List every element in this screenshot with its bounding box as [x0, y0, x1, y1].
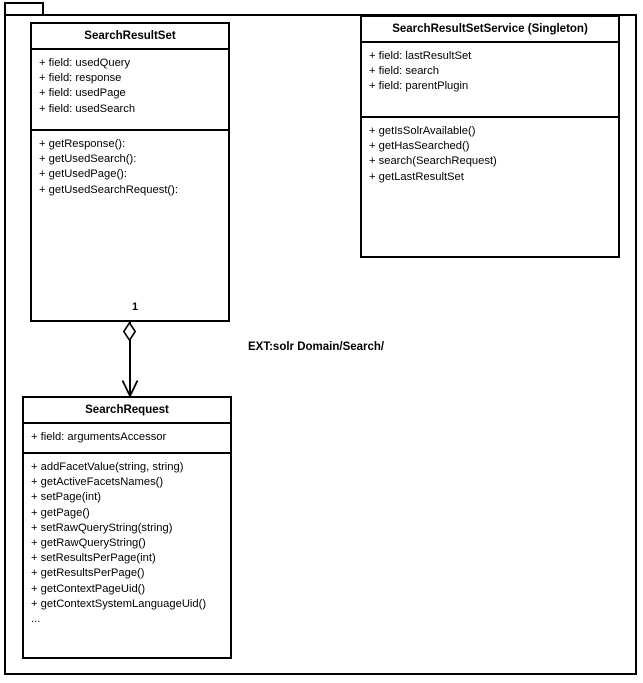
- class-name-search-request: SearchRequest: [24, 398, 230, 424]
- operation-row: + setPage(int): [31, 491, 101, 504]
- package-frame-tab: [4, 2, 44, 16]
- operation-row: + search(SearchRequest): [369, 155, 497, 168]
- operation-row: + setRawQueryString(string): [31, 521, 173, 534]
- attribute-row: + field: lastResultSet: [369, 50, 472, 62]
- operation-row: + getPage(): [31, 506, 90, 519]
- attribute-row: + field: usedSearch: [39, 102, 136, 115]
- attribute-row: + field: usedPage: [39, 87, 126, 100]
- package-frame-body: [4, 14, 637, 675]
- attributes-compartment-search-result-set-service: + field: lastResultSet + field: search +…: [362, 43, 618, 118]
- open-arrowhead-icon: [121, 380, 139, 398]
- operation-row: + getContextSystemLanguageUid(): [31, 597, 207, 610]
- class-box-search-result-set[interactable]: SearchResultSet + field: usedQuery + fie…: [30, 22, 230, 322]
- association-multiplicity-source: 1: [132, 301, 139, 313]
- operation-row: + getContextPageUid(): [31, 582, 146, 595]
- operation-row: + getResponse():: [39, 138, 126, 150]
- attributes-compartment-search-result-set: + field: usedQuery + field: response + f…: [32, 50, 228, 131]
- operation-row: + getLastResultSet: [369, 170, 464, 183]
- diagram-note-label: EXT:solr Domain/Search/: [248, 341, 385, 353]
- operations-compartment-search-result-set: + getResponse(): + getUsedSearch(): + ge…: [32, 131, 228, 320]
- attribute-row: + field: parentPlugin: [369, 80, 469, 93]
- attributes-compartment-search-request: + field: argumentsAccessor: [24, 424, 230, 454]
- operation-row: + getUsedPage():: [39, 168, 127, 181]
- class-name-search-result-set: SearchResultSet: [32, 24, 228, 50]
- operation-row: + getResultsPerPage(): [31, 567, 145, 580]
- attribute-row: + field: response: [39, 72, 122, 85]
- operation-row: + getUsedSearch():: [39, 153, 137, 166]
- class-box-search-result-set-service[interactable]: SearchResultSetService (Singleton) + fie…: [360, 15, 620, 258]
- operations-compartment-search-result-set-service: + getIsSolrAvailable() + getHasSearched(…: [362, 118, 618, 256]
- operation-row: + getIsSolrAvailable(): [369, 125, 476, 137]
- class-box-search-request[interactable]: SearchRequest + field: argumentsAccessor…: [22, 396, 232, 659]
- operation-row: + getHasSearched(): [369, 140, 470, 153]
- operation-row: + getRawQueryString(): [31, 537, 146, 550]
- aggregation-diamond-icon: [123, 322, 136, 341]
- operation-row: + getActiveFacetsNames(): [31, 476, 164, 489]
- operation-row: + getUsedSearchRequest():: [39, 183, 178, 196]
- association-line: [129, 322, 131, 396]
- attribute-row: + field: usedQuery: [39, 57, 131, 69]
- operation-row: + addFacetValue(string, string): [31, 461, 184, 473]
- attribute-row: + field: argumentsAccessor: [31, 431, 167, 443]
- class-name-search-result-set-service: SearchResultSetService (Singleton): [362, 17, 618, 43]
- operation-row: + setResultsPerPage(int): [31, 552, 156, 565]
- attribute-row: + field: search: [369, 65, 439, 78]
- operations-compartment-search-request: + addFacetValue(string, string) + getAct…: [24, 454, 230, 657]
- operation-row: ...: [31, 613, 41, 626]
